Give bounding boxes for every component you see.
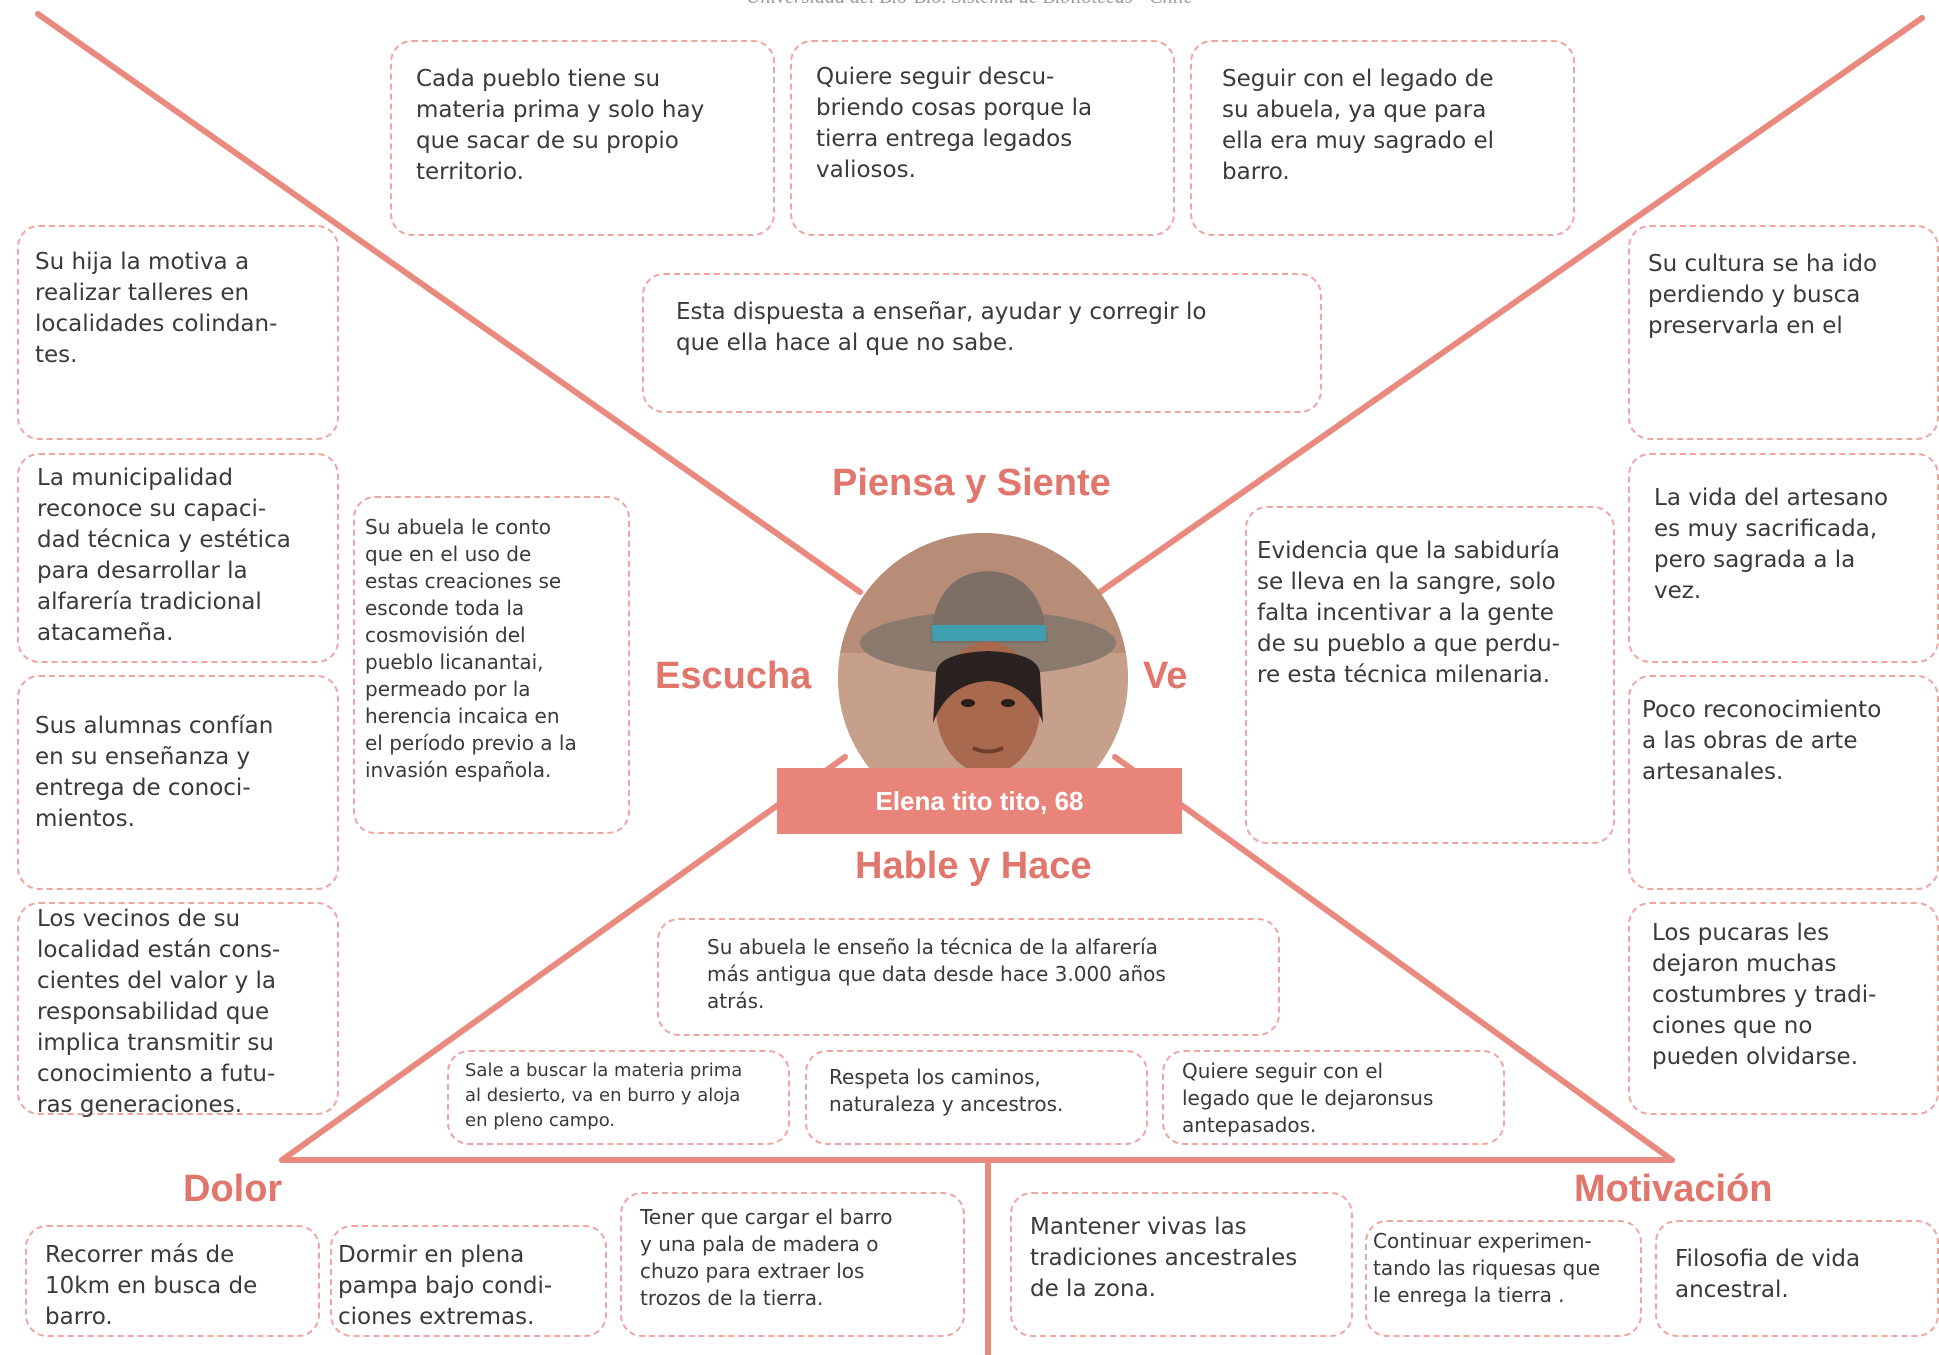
- diagonal-bottom-left: [279, 754, 848, 1163]
- say-do-card-3: Respeta los caminos, naturaleza y ancest…: [805, 1050, 1148, 1145]
- think-feel-card-4: Esta dispuesta a enseñar, ayudar y corre…: [642, 273, 1322, 413]
- see-card-1: Su cultura se ha ido perdiendo y busca p…: [1628, 225, 1939, 440]
- diagonal-top-left: [35, 11, 863, 595]
- hear-card-4: Los vecinos de su localidad están cons- …: [17, 902, 339, 1118]
- diagonal-top-right: [1097, 15, 1925, 595]
- pain-card-3: Tener que cargar el barro y una pala de …: [620, 1192, 965, 1337]
- watermark-text: Universidad del Bío-Bío. Sistema de Bibl…: [0, 0, 1939, 9]
- heading-hable-hace: Hable y Hace: [855, 845, 1092, 887]
- say-do-card-2: Sale a buscar la materia prima al desier…: [447, 1050, 790, 1145]
- heading-escucha: Escucha: [655, 655, 812, 697]
- motivation-card-3: Filosofia de vida ancestral.: [1655, 1220, 1939, 1337]
- hear-card-1: Su hija la motiva a realizar talleres en…: [17, 225, 339, 440]
- pain-card-1: Recorrer más de 10km en busca de barro.: [25, 1225, 320, 1337]
- motivation-card-1: Mantener vivas las tradiciones ancestral…: [1010, 1192, 1353, 1337]
- say-do-card-4: Quiere seguir con el legado que le dejar…: [1162, 1050, 1505, 1145]
- hear-card-2: La municipalidad reconoce su capaci- dad…: [17, 453, 339, 663]
- see-card-4: Los pucaras les dejaron muchas costumbre…: [1628, 902, 1939, 1115]
- see-card-5: Evidencia que la sabiduría se lleva en l…: [1245, 506, 1615, 844]
- think-feel-card-3: Seguir con el legado de su abuela, ya qu…: [1190, 40, 1575, 236]
- pain-card-2: Dormir en plena pampa bajo condi- ciones…: [330, 1225, 607, 1337]
- see-card-2: La vida del artesano es muy sacrificada,…: [1628, 453, 1939, 663]
- diagonal-bottom-right: [1112, 754, 1675, 1163]
- heading-piensa-siente: Piensa y Siente: [832, 462, 1111, 504]
- think-feel-card-1: Cada pueblo tiene su materia prima y sol…: [390, 40, 775, 236]
- heading-motivacion: Motivación: [1574, 1168, 1773, 1210]
- hear-card-5: Su abuela le conto que en el uso de esta…: [353, 496, 630, 834]
- think-feel-card-2: Quiere seguir descu- briendo cosas porqu…: [790, 40, 1175, 236]
- hear-card-3: Sus alumnas confían en su enseñanza y en…: [17, 675, 339, 890]
- heading-dolor: Dolor: [183, 1168, 283, 1210]
- see-card-3: Poco reconocimiento a las obras de arte …: [1628, 675, 1939, 890]
- heading-ve: Ve: [1143, 655, 1188, 697]
- motivation-card-2: Continuar experimen- tando las riquesas …: [1365, 1220, 1642, 1337]
- persona-name-banner: Elena tito tito, 68: [777, 768, 1182, 834]
- say-do-card-1: Su abuela le enseño la técnica de la alf…: [657, 918, 1280, 1036]
